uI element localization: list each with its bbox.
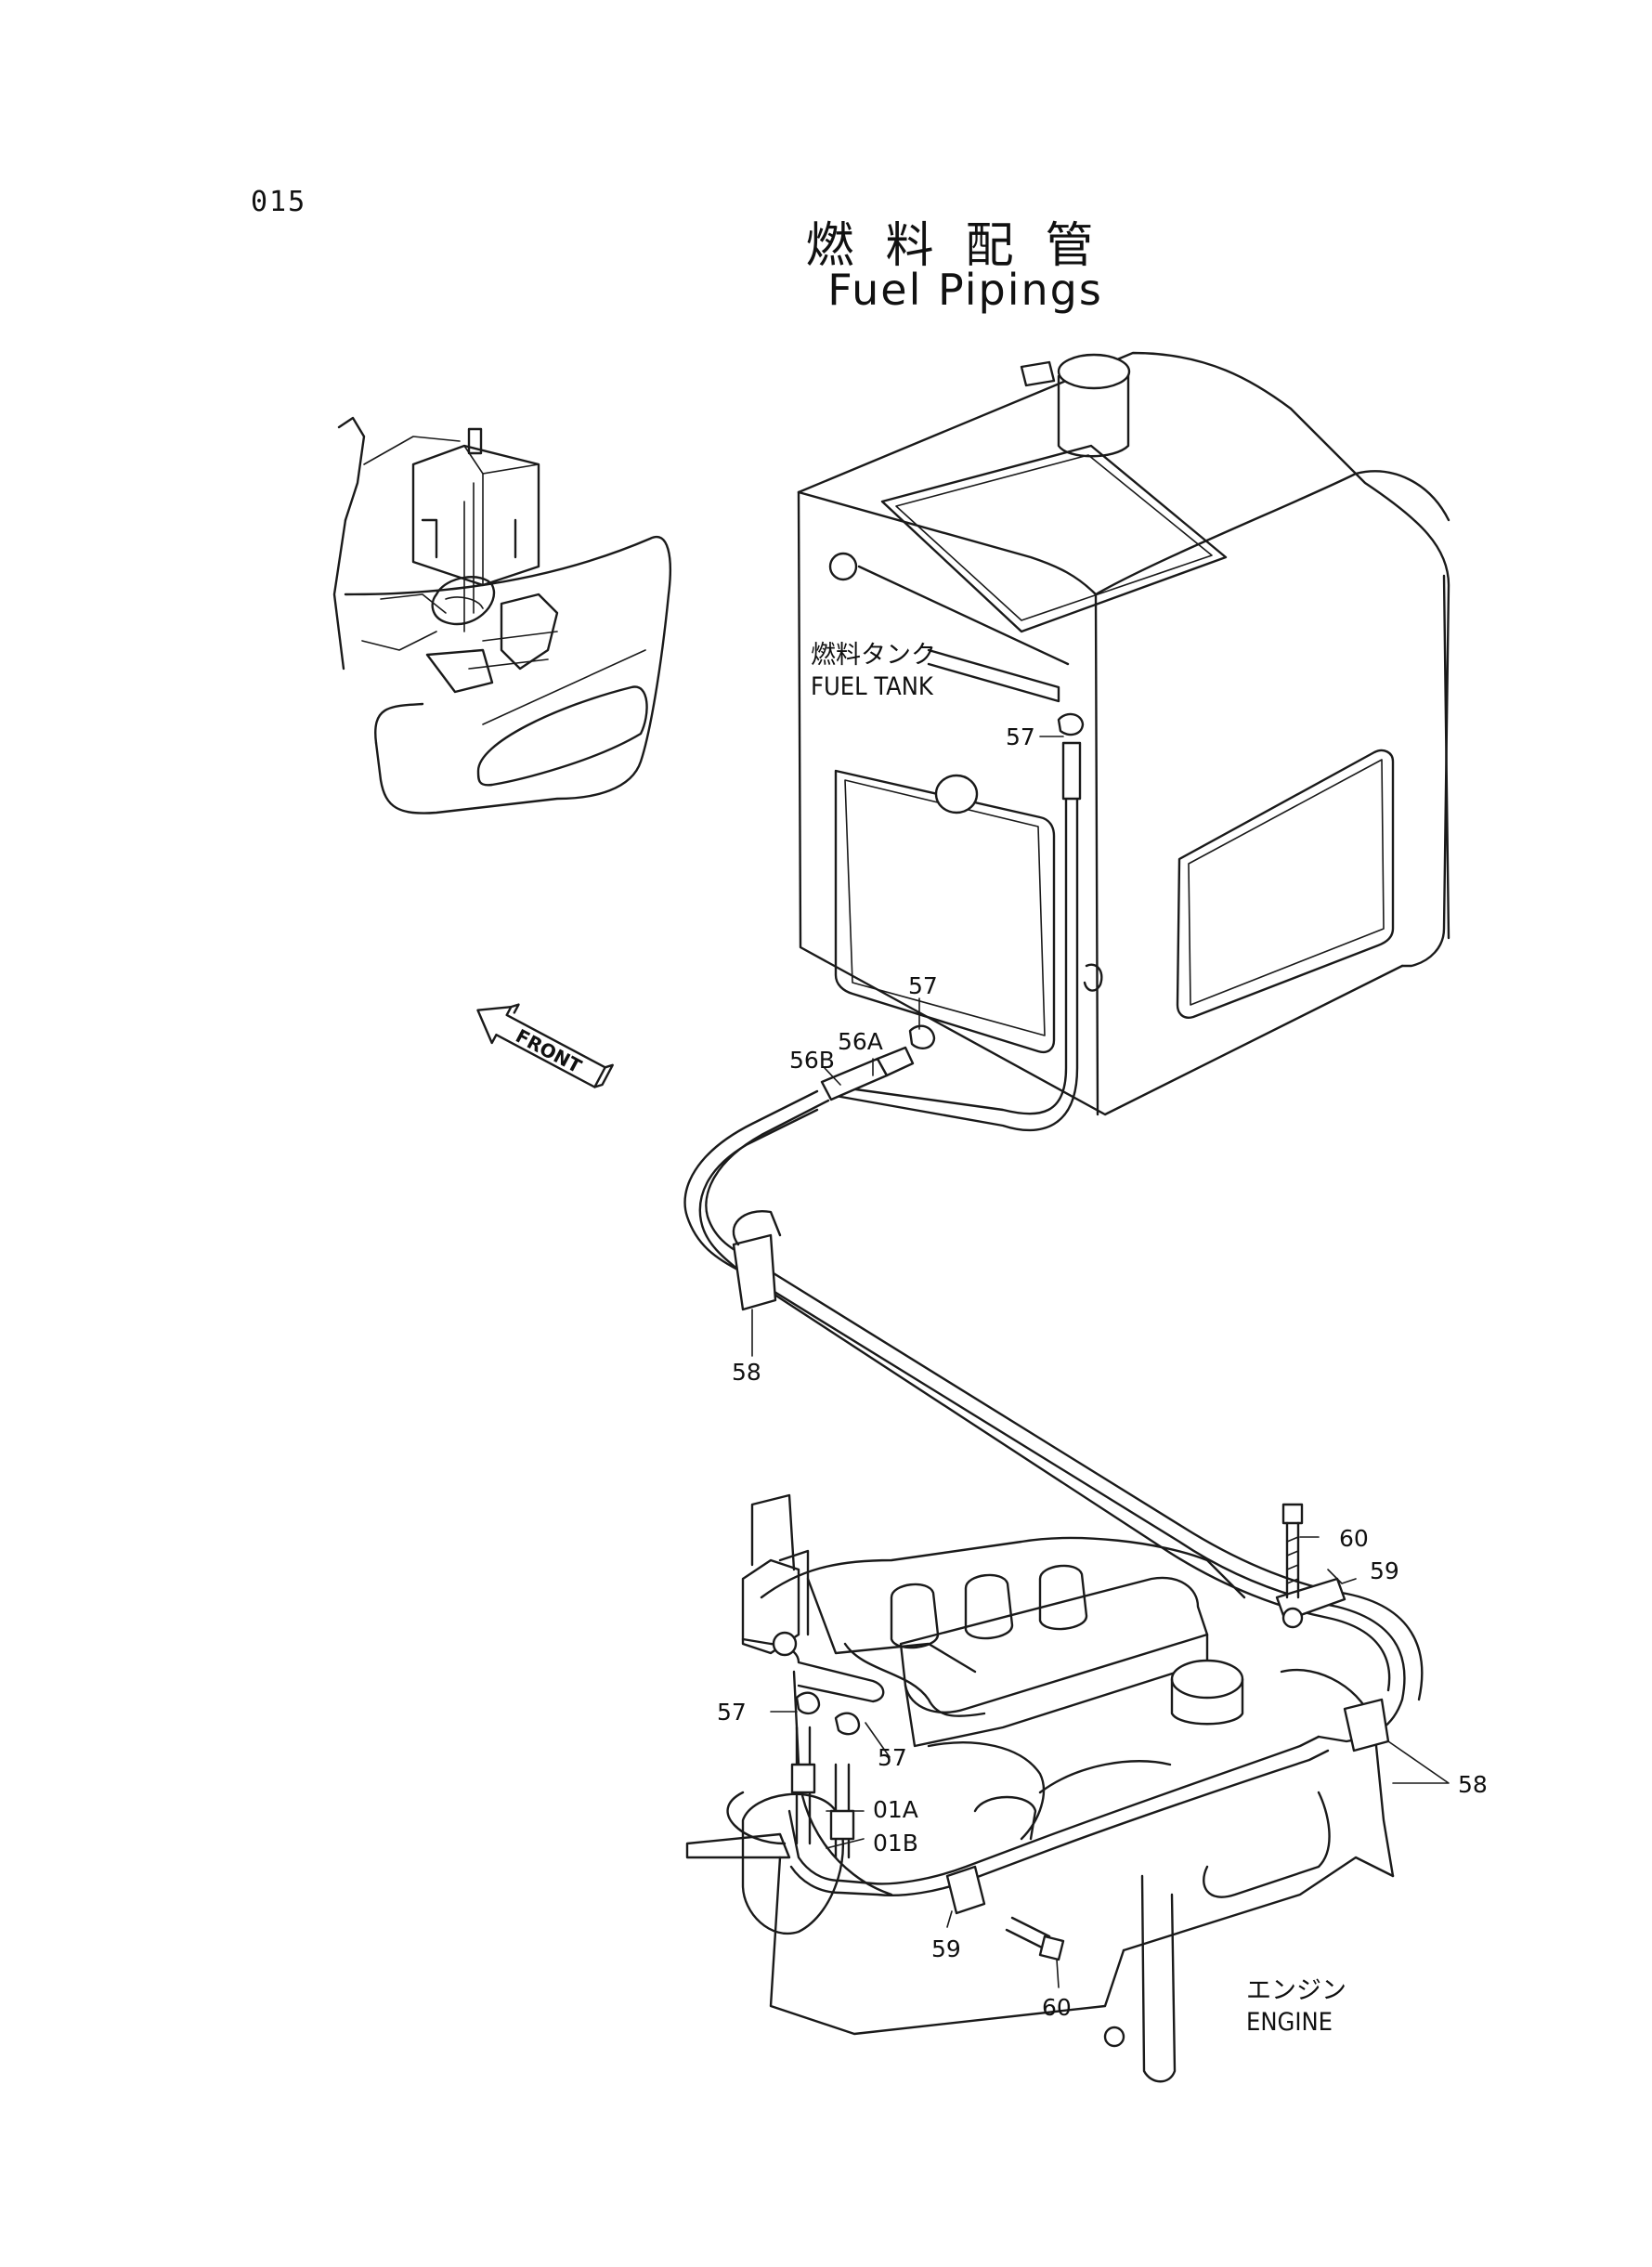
fuel-hoses [683,712,1424,1897]
fuel-tank-label-jp: 燃料タンク [811,641,936,670]
callout-59-right: 59 [1370,1557,1399,1584]
callout-01b: 01B [873,1830,918,1857]
callout-01a: 01A [873,1796,918,1823]
callout-60-top: 60 [1339,1525,1369,1552]
page-title-jp: 燃料配管 [805,218,1125,274]
callout-57-tank: 57 [1006,723,1035,750]
machine-overview-inset [332,416,671,814]
callout-57-mid: 57 [908,972,938,999]
engine-label-en: ENGINE [1246,2008,1333,2037]
callout-leaders [751,736,1450,1988]
callout-57-engine: 57 [878,1744,907,1771]
engine-label-jp: エンジン [1246,1976,1346,2005]
callout-60-bottom: 60 [1042,1994,1072,2021]
page-title-en: Fuel Pipings [827,265,1103,315]
callout-57-left: 57 [717,1699,747,1726]
callout-56a: 56A [838,1028,883,1055]
callout-58-left: 58 [732,1359,761,1386]
front-direction-arrow: FRONT [476,1003,614,1088]
fuel-tank [797,351,1450,1116]
page-code: 015 [251,186,307,218]
callout-58-right: 58 [1458,1771,1488,1798]
fuel-tank-label-en: FUEL TANK [811,672,934,701]
engine [685,1493,1395,2083]
callout-59-bottom: 59 [931,1935,961,1962]
callout-56b: 56B [789,1047,835,1074]
